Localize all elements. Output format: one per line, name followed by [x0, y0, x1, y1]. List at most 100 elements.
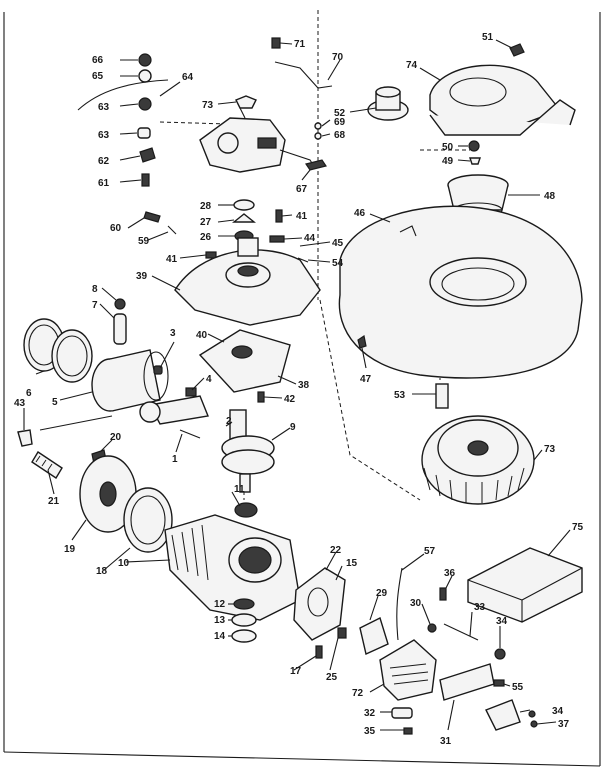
callout-40: 40	[196, 330, 208, 341]
cowl-opening	[429, 257, 527, 307]
callout-20: 20	[110, 432, 122, 443]
callout-22: 22	[330, 545, 342, 556]
callout-57: 57	[424, 546, 436, 557]
callout-42: 42	[284, 394, 296, 405]
cowl-opening-inner	[441, 267, 515, 301]
magneto-plate	[79, 455, 137, 533]
part-60	[143, 211, 161, 223]
reed-plate	[293, 567, 346, 641]
part-35-cover	[485, 699, 521, 731]
choke-parts-group	[77, 53, 169, 187]
flywheel-hub	[467, 440, 489, 456]
callout-7: 7	[92, 300, 98, 311]
callout-53: 53	[394, 390, 406, 401]
callout-30: 30	[410, 598, 422, 609]
part-6-ring-b	[51, 329, 93, 383]
callout-51: 51	[482, 32, 494, 43]
rod-small-end	[139, 401, 161, 423]
part-63	[138, 97, 152, 111]
callout-29: 29	[376, 588, 388, 599]
callout-12: 12	[214, 599, 226, 610]
coil-windings	[389, 663, 429, 685]
carburetor-bowl-cap	[235, 95, 257, 109]
filter-edges	[467, 567, 583, 622]
part-54	[297, 257, 309, 263]
callout-66: 66	[92, 55, 104, 66]
callout-18: 18	[96, 566, 108, 577]
part-49	[469, 157, 481, 165]
callout-59: 59	[138, 236, 150, 247]
part-44	[269, 235, 285, 243]
callout-48: 48	[544, 191, 556, 202]
piston-skirt	[109, 349, 161, 412]
callout-34: 34	[496, 616, 508, 627]
part-53	[435, 383, 449, 409]
starter-pulley	[367, 86, 409, 121]
block-fins	[171, 524, 209, 581]
callout-50: 50	[442, 142, 454, 153]
callout-44: 44	[304, 233, 316, 244]
crank-lower-shaft	[239, 473, 251, 493]
part-43	[17, 429, 33, 447]
part-14	[231, 629, 257, 643]
callout-1: 1	[172, 454, 178, 465]
housing-bracket	[429, 99, 576, 136]
callout-41: 41	[296, 211, 308, 222]
housing-boss	[449, 77, 507, 107]
callout-43: 43	[14, 398, 26, 409]
part-33-rod	[443, 623, 479, 641]
callout-9: 9	[290, 422, 296, 433]
part-62	[139, 147, 156, 163]
callout-73: 73	[202, 100, 214, 111]
callout-41: 41	[166, 254, 178, 265]
callout-61: 61	[98, 178, 110, 189]
part-31-bracket	[439, 663, 495, 701]
callout-6: 6	[26, 388, 32, 399]
callout-26: 26	[200, 232, 212, 243]
callout-31: 31	[440, 736, 452, 747]
housing-shell	[429, 64, 562, 126]
callout-3: 3	[170, 328, 176, 339]
ignition-coil	[379, 639, 437, 701]
magneto-center	[99, 481, 117, 507]
part-64-rod	[77, 79, 169, 111]
callout-33: 33	[474, 602, 486, 613]
plug-threads	[35, 455, 53, 471]
callout-32: 32	[364, 708, 376, 719]
reed-port	[307, 587, 329, 617]
callout-19: 19	[64, 544, 76, 555]
part-7	[113, 313, 127, 345]
plug-body	[31, 451, 63, 479]
part-11	[234, 502, 258, 518]
callout-2: 2	[226, 416, 232, 427]
part-57-hose	[396, 567, 403, 641]
callout-34: 34	[552, 706, 564, 717]
callout-45: 45	[332, 238, 344, 249]
part-30	[427, 623, 437, 633]
part-70-rod	[274, 61, 333, 89]
carburetor-body	[199, 117, 286, 173]
crankshaft	[221, 409, 275, 493]
callout-63: 63	[98, 130, 110, 141]
part-67	[305, 159, 327, 171]
part-55	[493, 679, 505, 687]
callout-8: 8	[92, 284, 98, 295]
cylinder-block	[164, 514, 301, 621]
diaphragm-stack	[232, 199, 256, 242]
callout-37: 37	[558, 719, 570, 730]
part-28	[233, 199, 255, 211]
callout-13: 13	[214, 615, 226, 626]
callout-72: 72	[352, 688, 364, 699]
callout-63: 63	[98, 102, 110, 113]
callout-10: 10	[118, 558, 130, 569]
callout-62: 62	[98, 156, 110, 167]
spark-plug	[31, 451, 63, 479]
part-12	[233, 598, 255, 610]
flywheel-fins	[423, 467, 525, 503]
air-filter	[467, 547, 583, 623]
callout-21: 21	[48, 496, 60, 507]
part-68	[314, 132, 322, 140]
callout-46: 46	[354, 208, 366, 219]
callout-65: 65	[92, 71, 104, 82]
callout-71: 71	[294, 39, 306, 50]
